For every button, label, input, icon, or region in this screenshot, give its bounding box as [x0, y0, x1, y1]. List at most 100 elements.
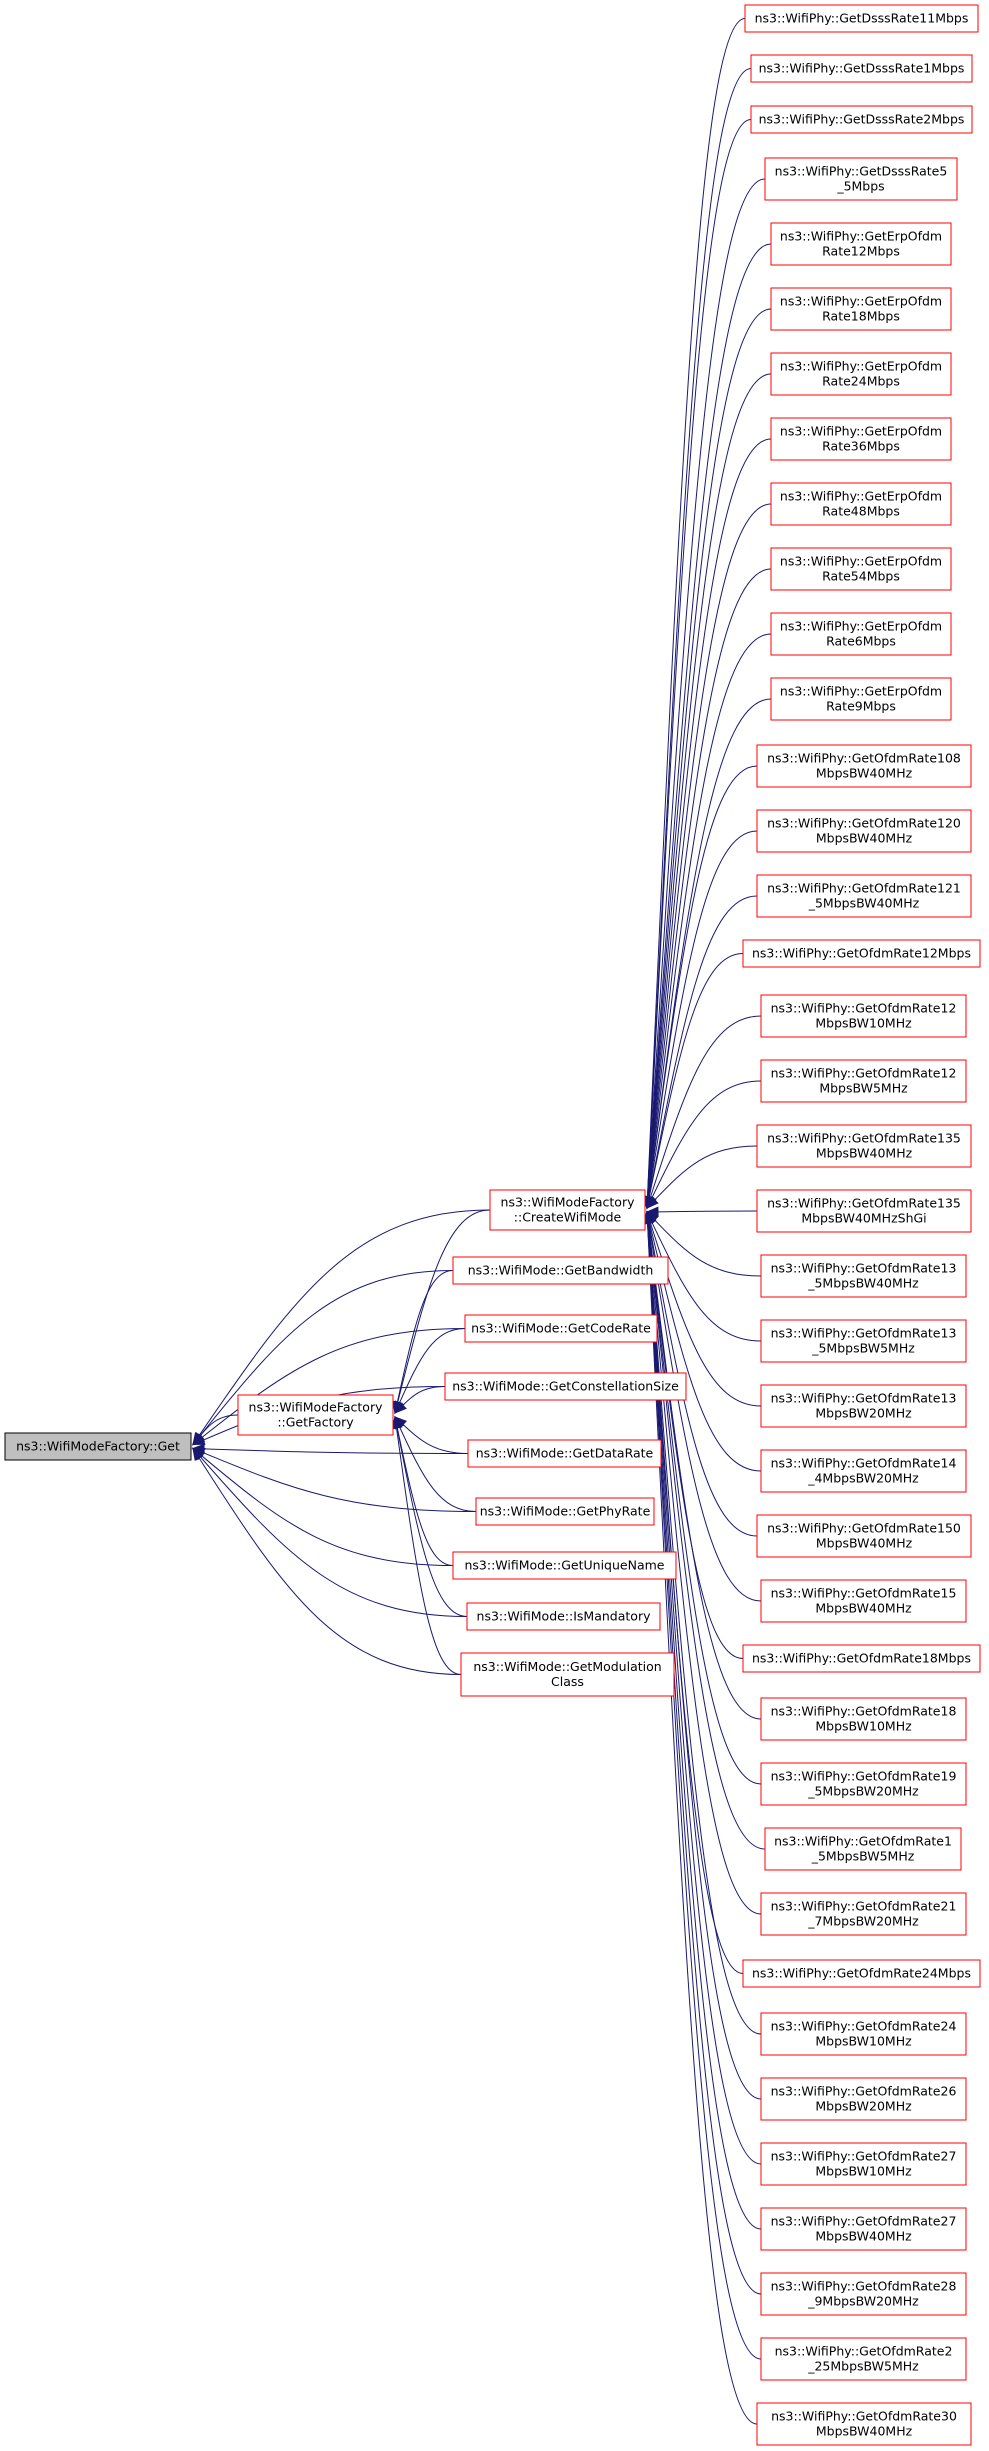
node-box [750, 54, 973, 83]
node-ns3-wifiphy-getofdmrate13-5mbpsbw40mhz[interactable]: ns3::WifiPhy::GetOfdmRate13_5MbpsBW40MHz [760, 1254, 967, 1298]
node-box [489, 1189, 646, 1231]
node-label: ns3::WifiModeFactory [249, 1400, 384, 1415]
node-label: Rate6Mbps [826, 634, 896, 649]
node-box [475, 1497, 655, 1526]
edge-p28-to-cwm [647, 1222, 762, 1785]
node-box [770, 547, 952, 591]
node-ns3-wifimode-getconstellationsize[interactable]: ns3::WifiMode::GetConstellationSize [444, 1372, 687, 1401]
node-ns3-wifiphy-getofdmrate121-5mbpsbw40mhz[interactable]: ns3::WifiPhy::GetOfdmRate121_5MbpsBW40MH… [756, 874, 972, 918]
node-label: _5MbpsBW40MHz [808, 896, 920, 911]
node-ns3-wifimode-getphyrate[interactable]: ns3::WifiMode::GetPhyRate [475, 1497, 655, 1526]
arrowhead-p18-to-cwm [646, 1196, 659, 1209]
edge-m_cr-to-root [201, 1328, 466, 1439]
node-ns3-wifimode-ismandatory[interactable]: ns3::WifiMode::IsMandatory [466, 1602, 661, 1631]
node-ns3-wifiphy-getdsssrate2mbps[interactable]: ns3::WifiPhy::GetDsssRate2Mbps [750, 105, 973, 134]
node-box [760, 1762, 967, 1806]
node-ns3-wifiphy-getofdmrate14-4mbpsbw20mhz[interactable]: ns3::WifiPhy::GetOfdmRate14_4MbpsBW20MHz [760, 1449, 967, 1493]
node-label: MbpsBW40MHz [816, 766, 913, 781]
node-label: ns3::WifiPhy::GetOfdmRate24 [771, 2019, 957, 2034]
node-ns3-wifimodefactory-createwifimode[interactable]: ns3::WifiModeFactory::CreateWifiMode [489, 1189, 646, 1231]
node-ns3-wifiphy-getofdmrate19-5mbpsbw20mhz[interactable]: ns3::WifiPhy::GetOfdmRate19_5MbpsBW20MHz [760, 1762, 967, 1806]
node-label: ns3::WifiMode::IsMandatory [477, 1609, 652, 1624]
node-ns3-wifimodefactory-get: ns3::WifiModeFactory::Get [4, 1432, 192, 1461]
node-label: MbpsBW40MHz [816, 2424, 913, 2439]
node-ns3-wifiphy-getdsssrate1mbps[interactable]: ns3::WifiPhy::GetDsssRate1Mbps [750, 54, 973, 83]
edge-p36-to-cwm [647, 1222, 762, 2295]
node-label: _5MbpsBW40MHz [807, 1276, 919, 1291]
node-ns3-wifiphy-getofdmrate12mbps[interactable]: ns3::WifiPhy::GetOfdmRate12Mbps [742, 939, 981, 968]
edge-p9-to-cwm [647, 568, 772, 1198]
node-box [760, 2337, 967, 2381]
node-label: ns3::WifiPhy::GetDsssRate2Mbps [759, 112, 965, 127]
node-ns3-wifiphy-getdsssrate11mbps[interactable]: ns3::WifiPhy::GetDsssRate11Mbps [744, 4, 979, 33]
edge-m_bw-to-root [199, 1270, 454, 1437]
node-ns3-wifiphy-getofdmrate1-5mbpsbw5mhz[interactable]: ns3::WifiPhy::GetOfdmRate1_5MbpsBW5MHz [764, 1827, 962, 1871]
node-label: MbpsBW40MHz [815, 2229, 912, 2244]
node-box [760, 2077, 967, 2121]
node-ns3-wifimode-getuniquename[interactable]: ns3::WifiMode::GetUniqueName [452, 1551, 677, 1580]
node-box [237, 1394, 394, 1436]
node-label: ns3::WifiPhy::GetOfdmRate13 [771, 1326, 957, 1341]
node-label: ns3::WifiPhy::GetOfdmRate150 [767, 1521, 961, 1536]
node-box [764, 157, 958, 201]
node-label: Class [551, 1674, 584, 1689]
edges-layer [191, 18, 772, 2425]
node-ns3-wifimode-getbandwidth[interactable]: ns3::WifiMode::GetBandwidth [452, 1256, 669, 1285]
node-ns3-wifiphy-getofdmrate28-9mbpsbw20mhz[interactable]: ns3::WifiPhy::GetOfdmRate28_9MbpsBW20MHz [760, 2272, 967, 2316]
node-box [760, 994, 967, 1038]
edge-cwm-to-gf [397, 1209, 491, 1403]
node-ns3-wifiphy-getofdmrate18mbps[interactable]: ns3::WifiPhy::GetOfdmRate18Mbps [742, 1644, 981, 1673]
node-label: ns3::WifiPhy::GetErpOfdm [780, 554, 942, 569]
node-label: ns3::WifiPhy::GetDsssRate11Mbps [755, 11, 969, 26]
node-box [770, 612, 952, 656]
node-ns3-wifimode-getdatarate[interactable]: ns3::WifiMode::GetDataRate [467, 1439, 662, 1468]
node-ns3-wifiphy-getofdmrate21-7mbpsbw20mhz[interactable]: ns3::WifiPhy::GetOfdmRate21_7MbpsBW20MHz [760, 1892, 967, 1936]
node-ns3-wifimode-getcoderate[interactable]: ns3::WifiMode::GetCodeRate [464, 1314, 658, 1343]
node-ns3-wifiphy-getdsssrate5-5mbps[interactable]: ns3::WifiPhy::GetDsssRate5_5Mbps [764, 157, 958, 201]
node-label: ns3::WifiPhy::GetOfdmRate108 [767, 751, 961, 766]
node-label: ns3::WifiPhy::GetOfdmRate135 [767, 1131, 961, 1146]
edge-p34-to-cwm [647, 1222, 762, 2165]
node-label: ns3::WifiPhy::GetOfdmRate18 [771, 1704, 957, 1719]
node-ns3-wifimodefactory-getfactory[interactable]: ns3::WifiModeFactory::GetFactory [237, 1394, 394, 1436]
node-label: ns3::WifiPhy::GetOfdmRate12 [771, 1066, 957, 1081]
node-box [760, 1319, 967, 1363]
edge-p0-to-cwm [646, 18, 746, 1198]
node-box [756, 1189, 972, 1233]
node-label: _5MbpsBW5MHz [811, 1849, 915, 1864]
arrowhead-m_mc-to-gf [391, 1415, 402, 1430]
node-box [756, 809, 972, 853]
edge-p32-to-cwm [647, 1222, 762, 2035]
node-box [464, 1314, 658, 1343]
node-label: MbpsBW40MHz [816, 831, 913, 846]
node-ns3-wifiphy-getofdmrate135mbpsbw40mhzshgi[interactable]: ns3::WifiPhy::GetOfdmRate135MbpsBW40MHzS… [756, 1189, 972, 1233]
node-ns3-wifiphy-getofdmrate13-5mbpsbw5mhz[interactable]: ns3::WifiPhy::GetOfdmRate13_5MbpsBW5MHz [760, 1319, 967, 1363]
node-label: Rate9Mbps [826, 699, 896, 714]
edge-p4-to-cwm [647, 243, 772, 1198]
node-ns3-wifiphy-getofdmrate2-25mbpsbw5mhz[interactable]: ns3::WifiPhy::GetOfdmRate2_25MbpsBW5MHz [760, 2337, 967, 2381]
node-ns3-wifiphy-getofdmrate24mbps[interactable]: ns3::WifiPhy::GetOfdmRate24Mbps [742, 1959, 981, 1988]
